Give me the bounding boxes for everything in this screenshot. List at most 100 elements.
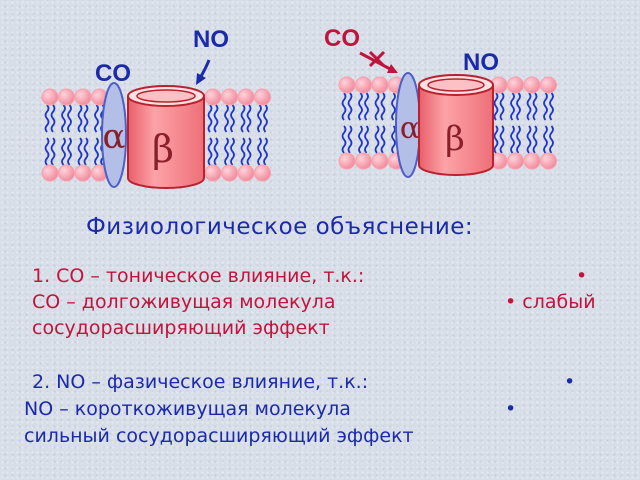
right-lipid-bilayer-left-side [338,76,405,170]
lipid-tail [358,92,363,121]
lipid-head [540,152,557,170]
lipid-tail [257,104,262,133]
lipid-tail [364,92,369,121]
lipid-tail [391,125,396,154]
lipid-head [204,164,222,182]
lipid-tail [516,125,521,154]
section-no: 2. NO – фазическое влияние, т.к.: NO – к… [0,370,640,450]
left-alpha-symbol: α [103,117,126,157]
left-co-label: CO [95,60,131,87]
section-co-bullet1: • [576,265,588,287]
section-no-bullet2: • [505,398,517,420]
lipid-head [355,76,372,94]
left-alpha-subunit [101,82,127,188]
lipid-tail [83,104,89,133]
lipid-tail [493,125,499,154]
lipid-tail [77,137,83,166]
lipid-tail [380,125,386,154]
lipid-tail [224,137,229,166]
lipid-tail [67,137,72,166]
lipid-tail [77,104,83,133]
right-alpha-symbol: α [400,111,420,146]
lipid-tail [543,92,548,121]
lipid-head [74,88,92,106]
lipid-head [237,164,255,182]
lipid-tail [341,92,347,121]
section-co-line2: СО – долгоживущая молекула [32,291,336,313]
lipid-tail [246,137,252,166]
lipid-tail [510,125,515,154]
lipid-tail [213,104,219,133]
lipid-tail [207,104,213,133]
right-lipid-bilayer-right-side [490,76,557,170]
lipid-head [58,88,75,106]
lipid-tail [380,92,386,121]
lipid-tail [50,104,56,133]
lipid-tail [347,92,353,121]
lipid-tail [213,137,219,166]
lipid-tail [61,137,66,166]
section-no-line1: 2. NO – фазическое влияние, т.к.: [32,371,369,393]
lipid-tail [391,92,396,121]
lipid-head [507,76,524,94]
lipid-tail [549,92,554,121]
right-co-label: CO [324,25,360,52]
lipid-tail [67,104,72,133]
left-lipid-bilayer-left-side [41,88,108,182]
right-membrane-complex: α β CO NO [324,25,557,178]
lipid-tail [263,104,268,133]
lipid-tail [83,137,89,166]
lipid-tail [516,92,521,121]
lipid-tail [510,92,515,121]
explanation-heading: Физиологическое объяснение: [86,214,474,240]
lipid-head [507,152,524,170]
lipid-tail [94,104,99,133]
lipid-tail [230,104,235,133]
lipid-head [221,164,238,182]
right-no-label: NO [463,49,499,76]
lipid-head [41,164,59,182]
left-lipid-bilayer-right-side [204,88,271,182]
lipid-head [41,88,59,106]
lipid-head [204,88,222,106]
lipid-tail [532,92,538,121]
lipid-tail [493,92,499,121]
lipid-head [254,88,271,106]
left-no-label: NO [193,26,229,53]
lipid-tail [526,92,532,121]
left-beta-symbol: β [152,127,174,171]
section-no-line2: NO – короткоживущая молекула [24,398,351,420]
section-co-bullet2: • слабый [505,291,596,313]
lipid-head [58,164,75,182]
lipid-head [74,164,92,182]
lipid-head [338,76,356,94]
lipid-tail [358,125,363,154]
lipid-tail [207,137,213,166]
lipid-tail [499,125,505,154]
lipid-tail [364,125,369,154]
right-block-cross-icon [368,50,386,68]
right-beta-symbol: β [445,119,465,159]
lipid-head [221,88,238,106]
lipid-tail [499,92,505,121]
lipid-head [371,76,389,94]
lipid-tail [526,125,532,154]
lipid-tail [549,125,554,154]
lipid-head [540,76,557,94]
lipid-head [371,152,389,170]
lipid-tail [374,92,380,121]
section-no-line3: сильный сосудорасширяющий эффект [24,425,414,447]
lipid-tail [224,104,229,133]
lipid-tail [61,104,66,133]
left-beta-subunit [127,85,205,189]
lipid-tail [532,125,538,154]
lipid-head [355,152,372,170]
section-co-line1: 1. СО – тоническое влияние, т.к.: [32,265,365,287]
lipid-tail [240,137,246,166]
lipid-tail [94,137,99,166]
left-membrane-complex: α β CO NO [41,26,271,189]
lipid-head [254,164,271,182]
lipid-tail [44,104,50,133]
lipid-tail [263,137,268,166]
lipid-head [523,152,541,170]
